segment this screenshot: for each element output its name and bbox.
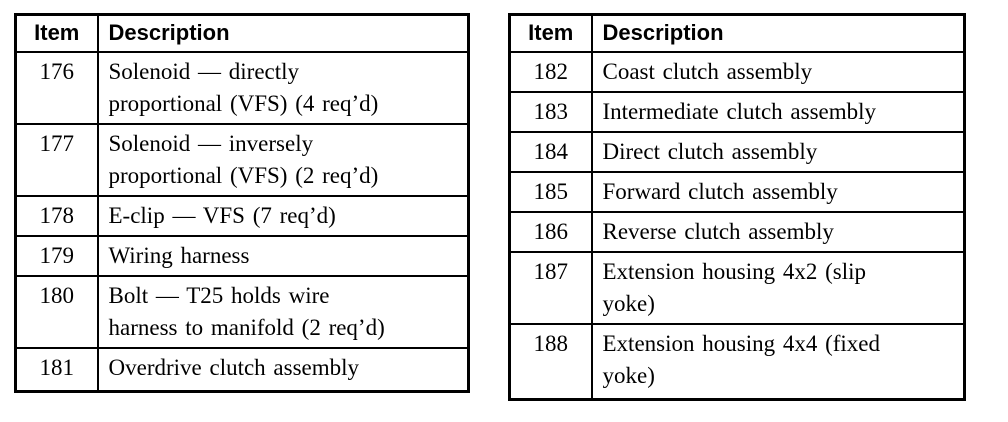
description-cell: Reverse clutch assembly [590,210,966,253]
item-cell: 185 [508,170,593,213]
item-cell: 178 [14,194,99,237]
item-cell: 177 [14,122,99,197]
item-cell: 180 [14,274,99,349]
item-cell: 188 [508,322,593,401]
table-row: 188 Extension housing 4x4 (fixed yoke) [508,322,966,401]
item-cell: 187 [508,250,593,325]
item-cell: 182 [508,50,593,93]
table-row: 179 Wiring harness [14,234,470,277]
table-row: 178 E-clip — VFS (7 req’d) [14,194,470,237]
table-row: 186 Reverse clutch assembly [508,210,966,253]
description-cell: Extension housing 4x4 (fixed yoke) [590,322,966,401]
table-row: 184 Direct clutch assembly [508,130,966,173]
description-cell: E-clip — VFS (7 req’d) [96,194,470,237]
header-row: Item Description [508,13,966,53]
table-row: 176 Solenoid — directly proportional (VF… [14,50,470,125]
description-cell: Solenoid — directly proportional (VFS) (… [96,50,470,125]
table-row: 183 Intermediate clutch assembly [508,90,966,133]
table-row: 185 Forward clutch assembly [508,170,966,213]
header-row: Item Description [14,13,470,53]
description-cell: Coast clutch assembly [590,50,966,93]
description-cell: Forward clutch assembly [590,170,966,213]
table-row: 187 Extension housing 4x2 (slip yoke) [508,250,966,325]
table-row: 181 Overdrive clutch assembly [14,346,470,393]
item-cell: 184 [508,130,593,173]
item-cell: 181 [14,346,99,393]
item-column-header: Item [14,13,99,53]
parts-table-right: Item Description 182 Coast clutch assemb… [508,13,966,401]
description-cell: Wiring harness [96,234,470,277]
description-cell: Direct clutch assembly [590,130,966,173]
item-column-header: Item [508,13,593,53]
description-cell: Intermediate clutch assembly [590,90,966,133]
table-row: 182 Coast clutch assembly [508,50,966,93]
description-cell: Overdrive clutch assembly [96,346,470,393]
description-column-header: Description [96,13,470,53]
item-cell: 183 [508,90,593,133]
table-row: 177 Solenoid — inversely proportional (V… [14,122,470,197]
item-cell: 176 [14,50,99,125]
description-column-header: Description [590,13,966,53]
item-cell: 179 [14,234,99,277]
description-cell: Bolt — T25 holds wire harness to manifol… [96,274,470,349]
item-cell: 186 [508,210,593,253]
parts-table-left: Item Description 176 Solenoid — directly… [14,13,470,393]
description-cell: Extension housing 4x2 (slip yoke) [590,250,966,325]
table-row: 180 Bolt — T25 holds wire harness to man… [14,274,470,349]
description-cell: Solenoid — inversely proportional (VFS) … [96,122,470,197]
